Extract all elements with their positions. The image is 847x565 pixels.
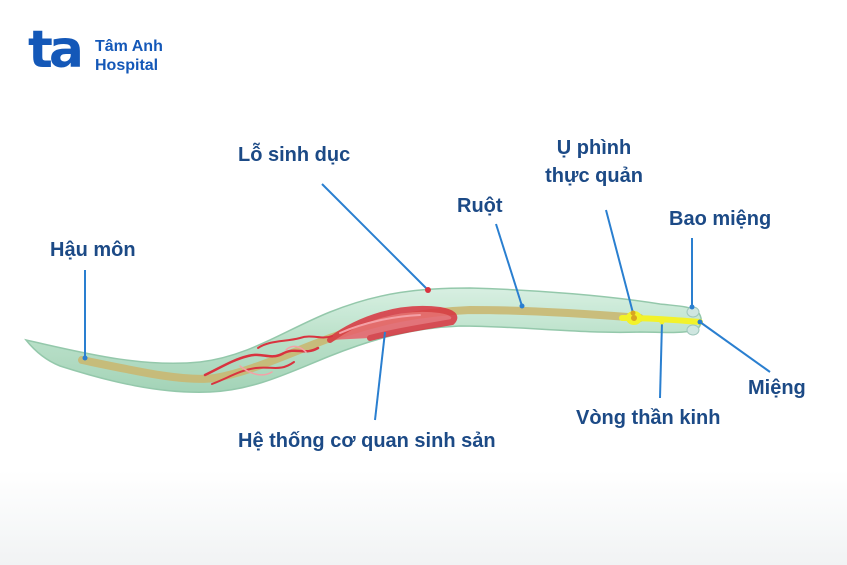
hospital-logo-mark: ta [28, 20, 84, 80]
label-intestine: Ruột [457, 195, 503, 217]
label-nerve-ring: Vòng thần kinh [576, 407, 721, 429]
label-esophageal-bulb: Ụ phình thực quản [536, 134, 652, 190]
label-mouth-capsule: Bao miệng [669, 208, 772, 230]
nerve-ring [619, 311, 703, 325]
worm-body [24, 287, 702, 393]
leader-reproductive [374, 331, 386, 421]
label-esophageal-bulb-line1: Ụ phình [556, 137, 632, 159]
logo-line2: Hospital [95, 57, 159, 74]
logo-line1: Tâm Anh [95, 38, 163, 55]
leader-endpoints [82, 287, 703, 361]
label-reproductive-system: Hệ thống cơ quan sinh sản [238, 430, 496, 452]
leader-nerve-ring [659, 321, 663, 399]
leader-esophageal-bulb [605, 209, 634, 314]
label-mouth: Miệng [748, 377, 806, 399]
reproductive-organs [203, 306, 458, 385]
mouth-capsule [686, 306, 700, 336]
hospital-logo-text: Tâm Anh Hospital [95, 37, 163, 75]
label-genital-pore: Lỗ sinh dục [238, 144, 351, 166]
floor-shading [0, 470, 847, 565]
leader-mouth [699, 321, 771, 373]
leader-genital-pore [321, 183, 429, 291]
leader-lines [84, 183, 771, 421]
label-esophageal-bulb-line2: thực quản [545, 165, 643, 187]
leader-intestine [495, 223, 523, 307]
label-anus: Hậu môn [50, 239, 136, 261]
